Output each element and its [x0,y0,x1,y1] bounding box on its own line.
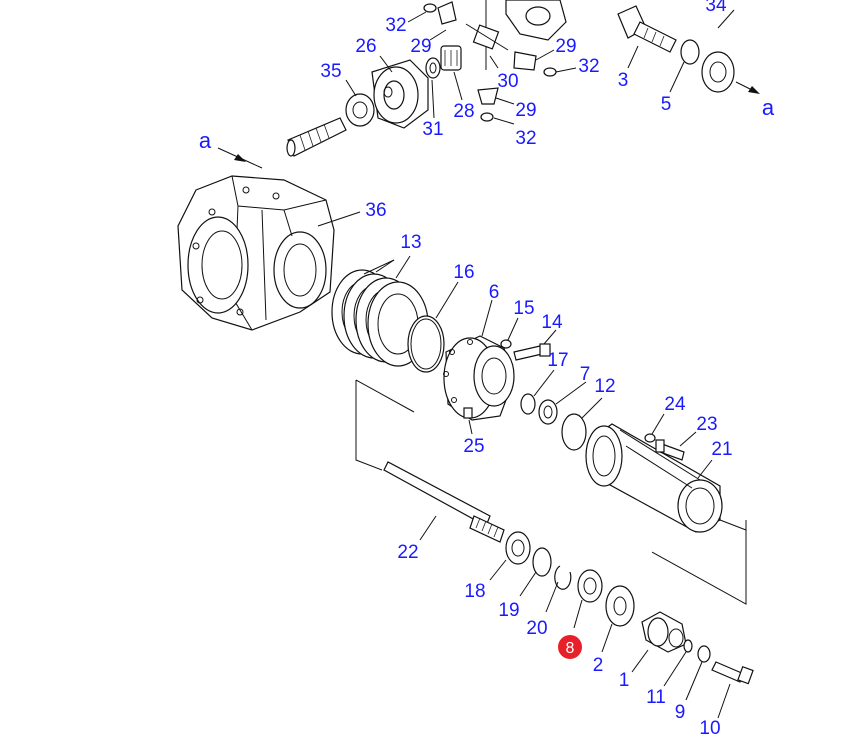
callout-34: 34 [705,0,727,16]
callout-12: 12 [594,376,615,397]
callout-7: 7 [580,364,591,385]
callout-a: a [762,95,775,120]
axle-housing [177,147,335,331]
reference-lines [355,379,747,605]
callout-36: 36 [365,200,386,221]
bolt-14-washer-15 [500,317,557,361]
callout-29: 29 [410,36,431,57]
callout-17: 17 [547,350,568,371]
bearing-18-seal-19-ring-20 [489,531,572,613]
callout-a: a [199,128,212,153]
callout-23: 23 [696,414,717,435]
callout-2: 2 [593,655,604,676]
callout-29: 29 [555,36,576,57]
callout-13: 13 [400,232,421,253]
callout-20: 20 [526,618,547,639]
callout-29: 29 [515,100,536,121]
callout-32: 32 [385,15,406,36]
callout-18: 18 [464,581,485,602]
callout-9: 9 [675,702,686,723]
callout-24: 24 [664,394,686,415]
callout-1: 1 [619,670,630,691]
callout-25: 25 [463,436,484,457]
callout-30: 30 [497,71,518,92]
callout-19: 19 [498,600,519,621]
o-ring-16 [407,315,445,373]
callout-labels: 32 34 26 29 29 32 35 30 3 5 a 31 28 29 3… [199,0,775,739]
callout-32: 32 [578,56,599,77]
axle-tube [585,413,723,533]
seals-17-7-12 [520,369,603,451]
highlight-label: 8 [566,640,575,657]
callout-3: 3 [618,70,629,91]
callout-28: 28 [453,101,474,122]
highlight-badge[interactable] [558,635,582,659]
callout-14: 14 [541,312,563,333]
highlighted-part-marker[interactable]: 8 [558,635,582,659]
callout-10: 10 [699,718,720,739]
upper-leaders [317,9,735,227]
differential-cluster [286,0,567,157]
callout-35: 35 [320,61,341,82]
callout-22: 22 [397,542,418,563]
callout-31: 31 [422,119,443,140]
washer-8-plate-2 [573,569,635,653]
brake-piston-housing [443,299,515,435]
callout-32: 32 [515,128,536,149]
callout-11: 11 [646,687,666,708]
flange-1-fasteners [631,611,754,719]
pinion-assembly [617,5,760,94]
callout-6: 6 [489,282,500,303]
callout-16: 16 [453,262,474,283]
callout-5: 5 [661,94,672,115]
callout-21: 21 [711,439,732,460]
callout-15: 15 [513,298,534,319]
axle-shaft [383,461,505,543]
callout-26: 26 [355,36,376,57]
